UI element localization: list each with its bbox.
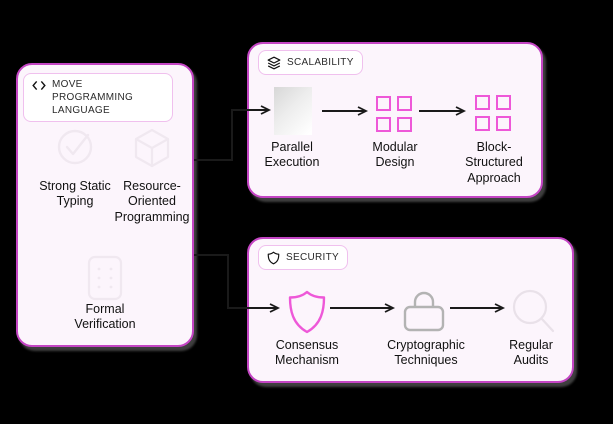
feature-label: Resource- Oriented Programming [114,179,190,224]
squares-grid-icon [475,95,511,131]
step-label: Cryptographic Techniques [387,338,465,368]
magnifier-icon [509,286,557,334]
parallel-execution-image [274,87,312,135]
security-title: SECURITY [286,252,339,263]
step-label: Block- Structured Approach [465,140,523,185]
feature-label: Formal Verification [74,302,136,332]
move-language-panel: MOVE PROGRAMMING LANGUAGE Strong Static … [16,63,194,347]
cube-icon [130,126,174,170]
move-panel-title: MOVE PROGRAMMING LANGUAGE [52,79,134,116]
feature-label: Strong Static Typing [39,179,111,209]
document-icon [87,255,123,301]
shield-outline-icon [286,289,328,335]
scalability-title: SCALABILITY [287,57,354,68]
security-panel: SECURITY Consensus Mechanism Cryptograph… [247,237,574,383]
move-panel-badge: MOVE PROGRAMMING LANGUAGE [23,73,173,122]
code-icon [32,79,46,92]
scalability-panel: SCALABILITY Parallel Execution Modular D… [247,42,543,198]
check-circle-icon [51,122,99,170]
scalability-badge: SCALABILITY [258,50,363,75]
layers-icon [267,56,281,70]
squares-grid-icon [376,96,412,132]
step-label: Parallel Execution [264,140,320,170]
step-label: Modular Design [372,140,418,170]
security-badge: SECURITY [258,245,348,270]
shield-icon [267,251,280,265]
step-label: Consensus Mechanism [275,338,339,368]
step-label: Regular Audits [509,338,553,368]
lock-icon [402,288,446,332]
